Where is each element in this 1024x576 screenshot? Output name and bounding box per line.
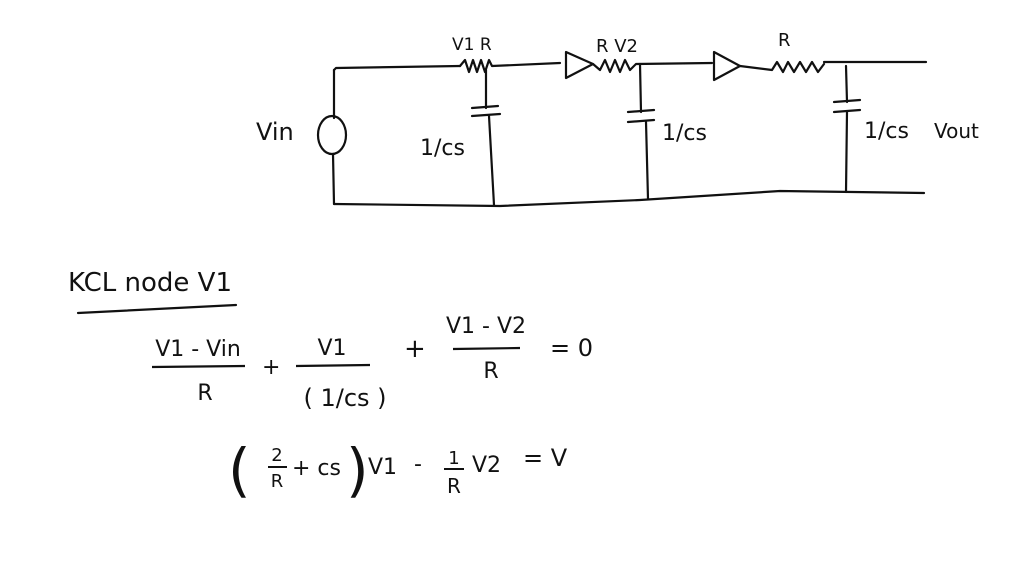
equation-1: V1 - Vin R + V1 ( 1/cs ) + V1 - V2 R = 0 xyxy=(151,314,593,412)
eq1-rhs: = 0 xyxy=(550,334,593,362)
r3-label: R xyxy=(778,30,791,51)
eq1-term1-fraction-bar xyxy=(151,364,246,369)
capacitor-3 xyxy=(832,98,862,114)
wire-left-lower xyxy=(331,152,336,206)
source-label: Vin xyxy=(256,118,294,146)
eq1-plus-1: + xyxy=(262,355,280,380)
eq1-term3-numerator: V1 - V2 xyxy=(446,314,526,339)
voltage-source-symbol xyxy=(316,114,348,156)
eq1-term3-fraction-bar xyxy=(452,346,521,351)
eq2-right-paren: ) xyxy=(346,436,369,504)
wire-cap1-bottom xyxy=(487,114,496,207)
eq1-term3-denominator: R xyxy=(483,359,498,384)
eq1-term2-fraction-bar xyxy=(295,363,371,368)
wire-cap2-top xyxy=(638,62,643,114)
wire-cap2-bottom xyxy=(644,120,650,201)
resistor-3 xyxy=(738,60,826,74)
eq2-one: 1 xyxy=(448,448,459,469)
wire-bottom xyxy=(332,189,926,208)
eq2-r-denominator-2: R xyxy=(447,474,461,498)
resistor-1 xyxy=(458,58,562,74)
buffer-1 xyxy=(564,50,595,80)
eq2-rhs: = V xyxy=(523,444,568,472)
eq2-minus: - xyxy=(414,452,422,477)
heading-underline xyxy=(76,303,238,315)
eq2-v2: V2 xyxy=(472,453,501,478)
eq1-term1-numerator: V1 - Vin xyxy=(155,337,241,362)
node1-top-label: V1 R xyxy=(452,35,492,55)
c2-label: 1/cs xyxy=(662,121,707,146)
c1-label: 1/cs xyxy=(420,136,465,161)
c3-label: 1/cs xyxy=(864,119,909,144)
wire-top-left xyxy=(332,64,462,72)
eq2-two: 2 xyxy=(271,445,282,466)
capacitor-2 xyxy=(626,108,656,124)
eq1-term1-denominator: R xyxy=(197,381,212,406)
wire-cap3-top xyxy=(844,64,849,104)
wire-cap3-bottom xyxy=(844,110,849,194)
capacitor-1 xyxy=(470,104,502,118)
eq2-plus-cs: + cs xyxy=(292,456,341,481)
output-label: Vout xyxy=(934,119,979,143)
equation-2: ( 2 R + cs ) V1 - 1 R V2 = V xyxy=(228,436,568,504)
buffer-2 xyxy=(712,50,742,82)
eq1-term2-denominator: ( 1/cs ) xyxy=(303,384,386,412)
node2-top-label: R V2 xyxy=(596,36,638,57)
circuit-diagram xyxy=(316,50,928,208)
eq2-v1: V1 xyxy=(368,455,397,480)
resistor-2 xyxy=(591,58,714,74)
eq1-plus-2: + xyxy=(404,334,426,364)
kcl-heading: KCL node V1 xyxy=(68,268,232,298)
eq2-left-paren: ( xyxy=(228,436,251,504)
eq2-r-denominator: R xyxy=(271,471,284,492)
eq1-term2-numerator: V1 xyxy=(317,336,346,361)
